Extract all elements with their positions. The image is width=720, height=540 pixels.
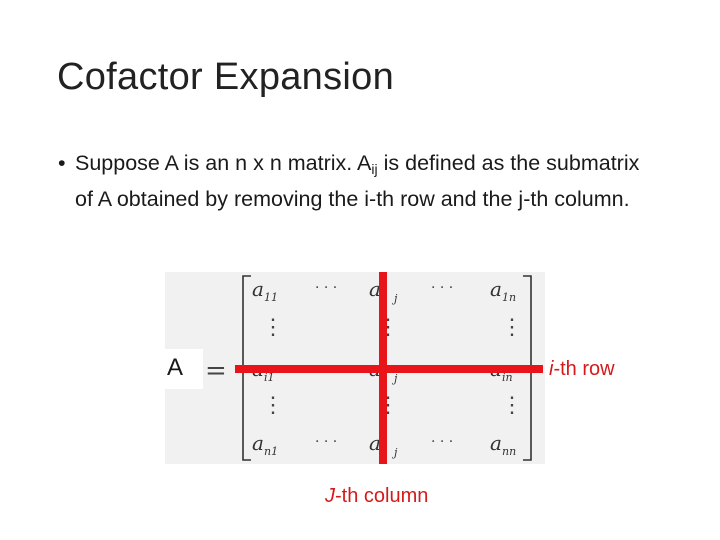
svg-text:1n: 1n (502, 291, 516, 304)
label-a-backdrop (165, 349, 203, 389)
matrix-entry-ann: a nn (490, 431, 516, 458)
svg-text:i1: i1 (264, 371, 275, 384)
svg-text:a: a (369, 277, 381, 301)
matrix-figure: = a 11 · · · a j · · · a 1n ⋮ ⋮ ⋮ (165, 272, 545, 464)
svg-text:in: in (502, 371, 513, 384)
vdots-col1-upper: ⋮ (262, 315, 284, 340)
bullet-text-part2: is defined as the submatrix of A obtaine… (75, 151, 640, 211)
svg-text:a: a (252, 431, 264, 455)
svg-text:a: a (369, 431, 381, 455)
svg-text:n1: n1 (264, 445, 278, 458)
svg-text:11: 11 (264, 291, 278, 304)
svg-text:j: j (391, 446, 398, 459)
matrix-entry-a11: a 11 (252, 277, 278, 304)
hdots-row1-left: · · · (315, 280, 337, 296)
hdots-rown-left: · · · (315, 434, 337, 450)
hdots-row1-right: · · · (431, 280, 453, 296)
bullet-text-part1: Suppose A is an n x n matrix. A (75, 151, 372, 175)
column-annotation: J-th column (325, 485, 428, 508)
row-annotation-text: -th row (553, 358, 615, 380)
svg-text:nn: nn (502, 445, 516, 458)
bullet-list: • Suppose A is an n x n matrix. Aij is de… (58, 148, 658, 214)
slide-title: Cofactor Expansion (57, 56, 395, 98)
matrix-entry-anj: a j (369, 431, 398, 459)
svg-text:a: a (252, 277, 264, 301)
equals-sign: = (205, 356, 227, 386)
matrix-label-a: A (167, 354, 184, 381)
column-annotation-italic: J (325, 485, 335, 507)
svg-text:j: j (391, 372, 398, 385)
vdots-col1-lower: ⋮ (262, 393, 284, 418)
vdots-coln-lower: ⋮ (501, 393, 523, 418)
svg-text:a: a (490, 277, 502, 301)
column-annotation-text: -th column (335, 485, 429, 507)
vdots-coln-upper: ⋮ (501, 315, 523, 340)
bullet-item: • Suppose A is an n x n matrix. Aij is de… (58, 148, 658, 214)
matrix-entry-a1j: a j (369, 277, 398, 305)
bullet-subscript: ij (371, 161, 378, 177)
bullet-marker: • (58, 151, 66, 175)
matrix-diagram: = a 11 · · · a j · · · a 1n ⋮ ⋮ ⋮ (205, 272, 543, 464)
matrix-entry-a1n: a 1n (490, 277, 516, 304)
hdots-rown-right: · · · (431, 434, 453, 450)
row-annotation: i-th row (549, 358, 615, 381)
matrix-entry-an1: a n1 (252, 431, 278, 458)
svg-text:j: j (391, 292, 398, 305)
row-annotation-italic: i (549, 358, 554, 380)
svg-text:a: a (490, 431, 502, 455)
